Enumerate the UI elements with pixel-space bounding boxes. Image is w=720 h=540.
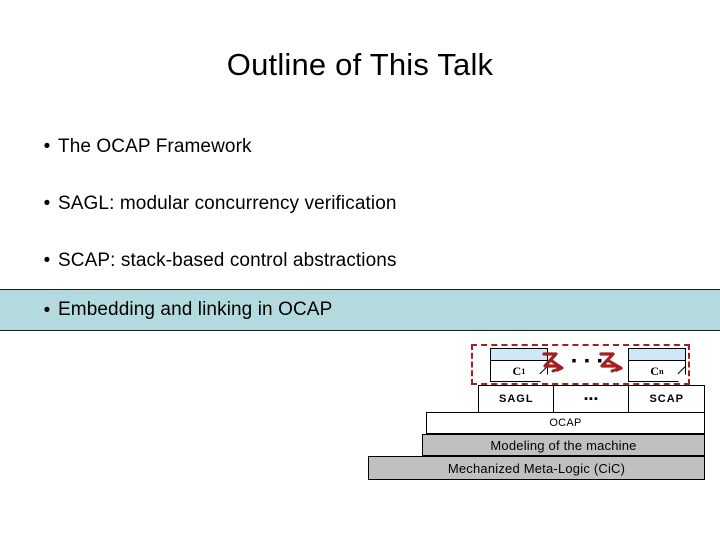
list-item-label: SCAP: stack-based control abstractions	[58, 249, 397, 271]
component-base-c1: C	[512, 364, 522, 378]
document-fold-icon	[678, 374, 686, 382]
component-base-cn: C	[650, 364, 660, 378]
logic-system-tier: SAGL ▪▪▪ SCAP	[478, 385, 705, 413]
list-item-highlighted: • Embedding and linking in OCAP	[0, 289, 720, 331]
tier-box-scap: SCAP	[628, 385, 705, 413]
list-item: • The OCAP Framework	[0, 118, 720, 175]
stack-layer-machine-model: Modeling of the machine	[422, 434, 705, 456]
document-fold-icon	[540, 374, 548, 382]
page-title: Outline of This Talk	[226, 47, 494, 82]
list-item-label: The OCAP Framework	[58, 135, 252, 157]
document-header-band	[491, 349, 547, 361]
tier-box-ellipsis: ▪▪▪	[553, 385, 630, 413]
outline-bullet-list: • The OCAP Framework • SAGL: modular con…	[0, 118, 720, 331]
squiggle-arrow-1-icon	[540, 349, 574, 379]
document-header-band	[629, 349, 685, 361]
bullet-icon: •	[43, 136, 51, 157]
component-subscript-c1: 1	[521, 367, 526, 376]
tier-box-sagl: SAGL	[478, 385, 555, 413]
component-subscript-cn: n	[659, 367, 664, 376]
list-item-label: SAGL: modular concurrency verification	[58, 192, 397, 214]
bullet-icon: •	[43, 250, 51, 271]
bullet-icon: •	[43, 299, 51, 321]
stack-layer-ocap: OCAP	[426, 412, 705, 434]
certified-packages-group-box	[471, 344, 690, 385]
list-item: • SCAP: stack-based control abstractions	[0, 232, 720, 289]
bullet-icon: •	[43, 193, 51, 214]
list-item: • SAGL: modular concurrency verification	[0, 175, 720, 232]
stack-layer-meta-logic: Mechanized Meta-Logic (CiC)	[368, 456, 705, 480]
squiggle-arrow-2-icon	[597, 349, 631, 379]
list-item-label: Embedding and linking in OCAP	[58, 299, 333, 320]
component-ellipsis: ▪ ▪ ▪	[571, 352, 605, 368]
